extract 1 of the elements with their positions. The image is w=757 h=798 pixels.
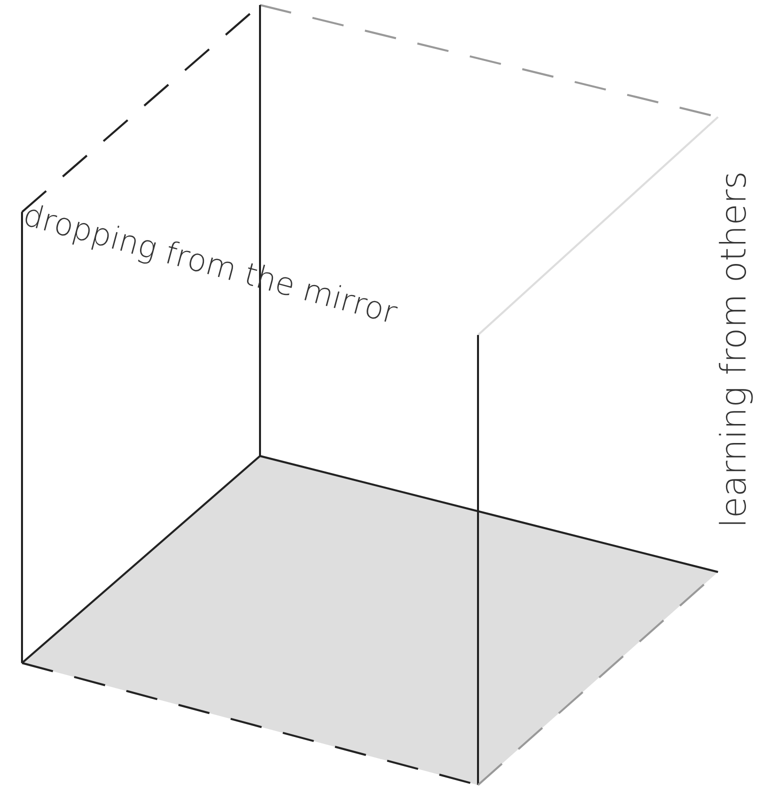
cube-edge-label: learning from others xyxy=(718,170,752,530)
